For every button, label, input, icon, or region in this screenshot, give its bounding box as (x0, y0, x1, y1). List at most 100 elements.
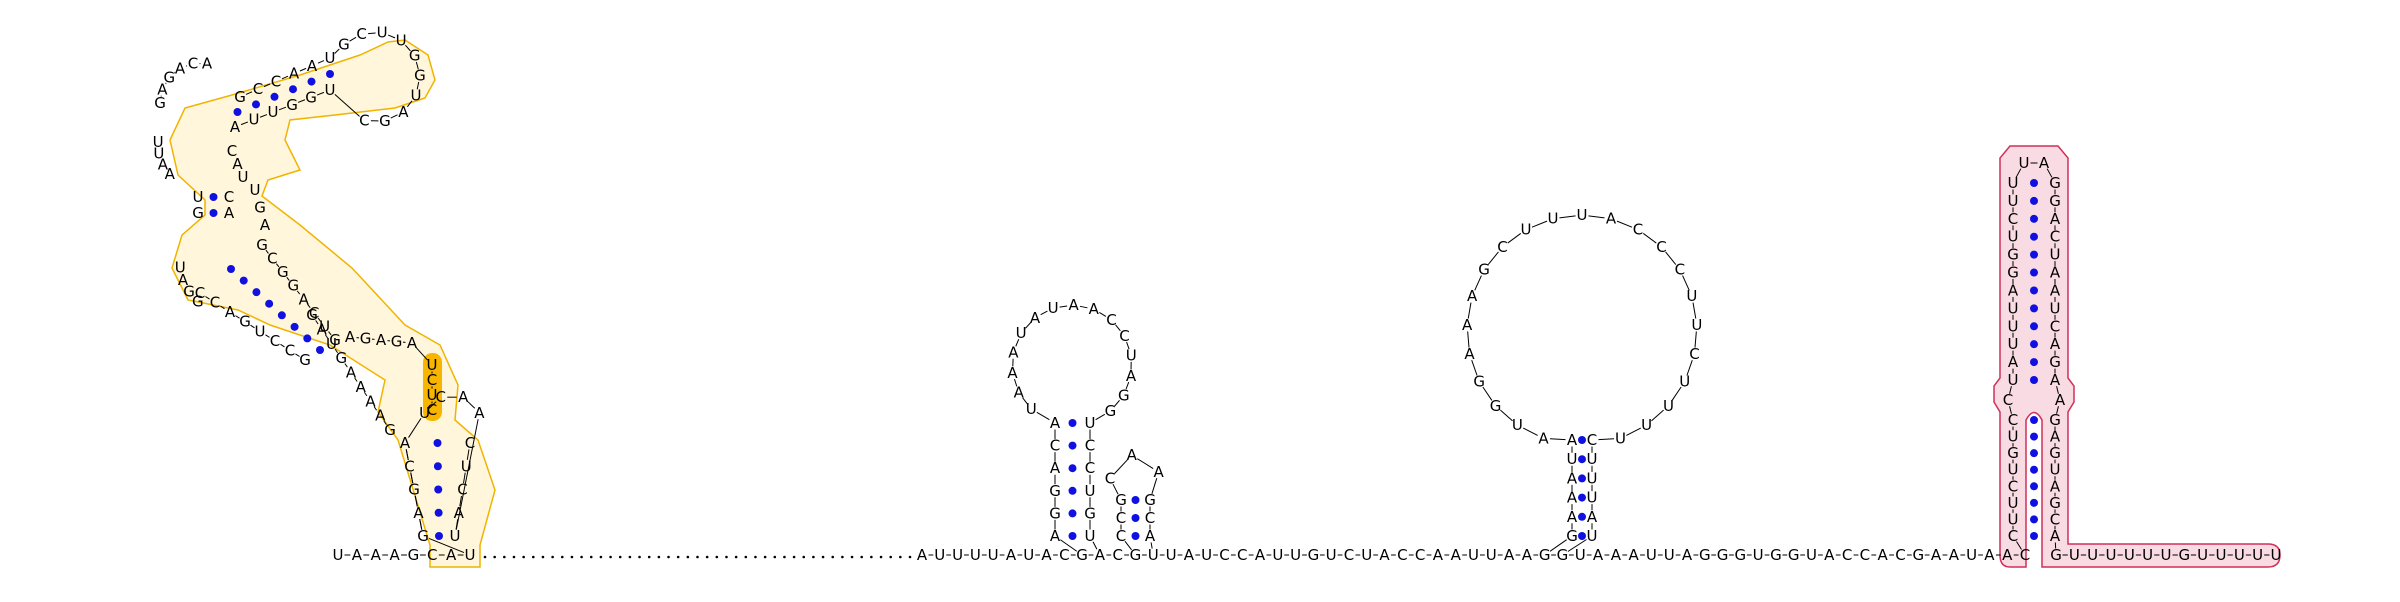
nucleotide: U (1272, 546, 1283, 564)
linker-dot (677, 556, 680, 559)
nucleotide: A (289, 65, 300, 83)
linker-dot (571, 556, 574, 559)
nucleotide: U (1641, 416, 1652, 434)
nucleotide: G (1115, 491, 1127, 509)
linker-dot (696, 556, 699, 559)
backbone-bond (1532, 221, 1547, 227)
nucleotide: U (1577, 206, 1588, 224)
base-pair-dot (1069, 464, 1077, 472)
backbone-bond (1588, 216, 1604, 218)
nucleotide: G (391, 333, 403, 351)
nucleotide: A (1184, 546, 1195, 564)
nucleotide: C (2050, 510, 2060, 528)
base-pair-dot (2030, 197, 2038, 205)
nucleotide: G (1076, 546, 1088, 564)
nucleotide: A (1095, 546, 1106, 564)
nucleotide: A (2050, 210, 2061, 228)
nucleotide: G (1490, 397, 1502, 415)
nucleotide: U (2234, 546, 2245, 564)
base-pair-dot (2030, 304, 2038, 312)
nucleotide: C (427, 401, 437, 419)
nucleotide: G (1473, 373, 1485, 391)
nucleotide: A (1006, 546, 1017, 564)
nucleotide: A (1538, 429, 1549, 447)
nucleotide: G (1105, 402, 1117, 420)
linker-dot (667, 556, 670, 559)
nucleotide: U (1686, 287, 1697, 305)
nucleotide: A (1611, 546, 1622, 564)
base-pair-dot (1578, 436, 1586, 444)
nucleotide: G (2049, 411, 2061, 429)
base-pair-dot (1578, 513, 1586, 521)
nucleotide: A (1014, 384, 1025, 402)
nucleotide: G (2049, 192, 2061, 210)
nucleotide: G (1566, 527, 1578, 545)
nucleotide: U (970, 546, 981, 564)
linker-dot (860, 556, 863, 559)
nucleotide: U (1148, 546, 1159, 564)
nucleotide: U (249, 111, 260, 129)
nucleotide: C (2050, 228, 2060, 246)
nucleotide: U (934, 546, 945, 564)
base-pair-dot (2030, 433, 2038, 441)
nucleotide: A (1462, 316, 1473, 334)
nucleotide: C (1219, 546, 1229, 564)
nucleotide: A (230, 118, 241, 136)
linker-dot (513, 556, 516, 559)
linker-dot (600, 556, 603, 559)
nucleotide: U (1691, 316, 1702, 334)
linker-dot (783, 556, 786, 559)
nucleotide: C (227, 142, 237, 160)
nucleotide: U (1361, 546, 1372, 564)
nucleotide: A (413, 504, 424, 522)
nucleotide: G (1118, 386, 1130, 404)
nucleotide: U (2197, 546, 2208, 564)
nucleotide: U (2008, 299, 2019, 317)
nucleotide: C (1116, 527, 1126, 545)
nucleotide: U (250, 181, 261, 199)
nucleotide: A (389, 546, 400, 564)
backbone-bond (1137, 459, 1153, 469)
nucleotide: G (192, 204, 204, 222)
base-pair-dot (2030, 269, 2038, 277)
backbone-bond (1060, 306, 1068, 307)
nucleotide: A (1050, 414, 1061, 432)
nucleotide: C (1119, 327, 1129, 345)
nucleotide: A (2008, 353, 2019, 371)
nucleotide: C (1145, 509, 1155, 527)
backbone-bond (1080, 306, 1087, 308)
nucleotide: C (1237, 546, 1247, 564)
nucleotide: A (1606, 210, 1617, 228)
nucleotide: A (376, 331, 387, 349)
linker-dot (851, 556, 854, 559)
base-pair-dot (326, 70, 334, 78)
backbone-bond (1114, 460, 1127, 474)
backbone-bond (1096, 414, 1105, 419)
nucleotide: C (188, 55, 198, 73)
linker-dot (658, 556, 661, 559)
base-pair-dot (2030, 532, 2038, 540)
nucleotide: G (329, 331, 341, 349)
nucleotide: U (2142, 546, 2153, 564)
nucleotide: G (2007, 444, 2019, 462)
nucleotide: C (1675, 261, 1685, 279)
backbone-bond (1626, 428, 1640, 435)
nucleotide: U (325, 81, 336, 99)
nucleotide: C (457, 481, 467, 499)
base-pair-dot (2030, 340, 2038, 348)
nucleotide: C (1085, 459, 1095, 477)
nucleotide: A (1522, 546, 1533, 564)
linker-dot (735, 556, 738, 559)
linker-dot (561, 556, 564, 559)
linker-dot (503, 556, 506, 559)
linker-dot (822, 556, 825, 559)
nucleotide: A (1464, 345, 1475, 363)
linker-dot (716, 556, 719, 559)
nucleotide: G (234, 88, 246, 106)
linker-dot (793, 556, 796, 559)
nucleotide: C (2050, 317, 2060, 335)
nucleotide: U (410, 87, 421, 105)
nucleotide: U (1468, 546, 1479, 564)
nucleotide: G (360, 330, 372, 348)
nucleotide: G (2007, 246, 2019, 264)
